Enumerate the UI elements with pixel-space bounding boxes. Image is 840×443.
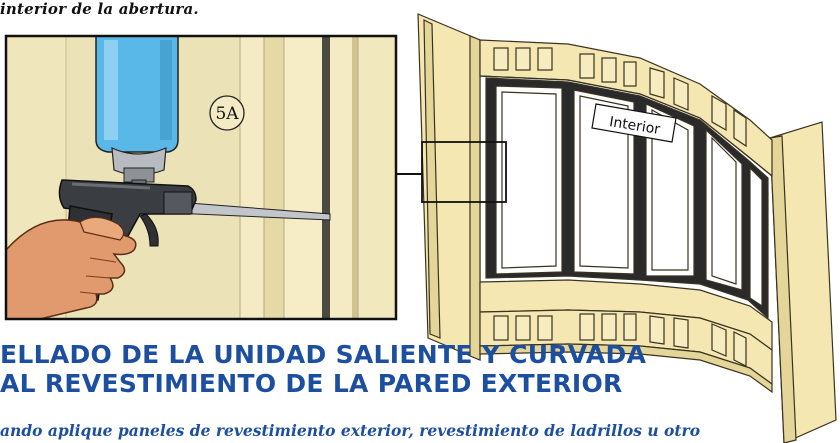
interior-label: Interior	[608, 114, 661, 138]
top-caption: interior de la abertura.	[0, 0, 199, 18]
bow-window-illustration	[417, 13, 837, 443]
section-heading-line-1: ELLADO DE LA UNIDAD SALIENTE Y CURVADA	[0, 340, 647, 369]
interior-tag	[591, 103, 677, 143]
section-heading-line-2: AL REVESTIMIENTO DE LA PARED EXTERIOR	[0, 369, 623, 398]
step-label: 5A	[215, 104, 239, 124]
detail-callout-box	[421, 141, 507, 203]
hand	[6, 216, 137, 319]
body-text: ando aplique paneles de revestimiento ex…	[0, 421, 701, 440]
step-circle	[209, 95, 245, 131]
inset-detail-panel	[4, 34, 398, 321]
